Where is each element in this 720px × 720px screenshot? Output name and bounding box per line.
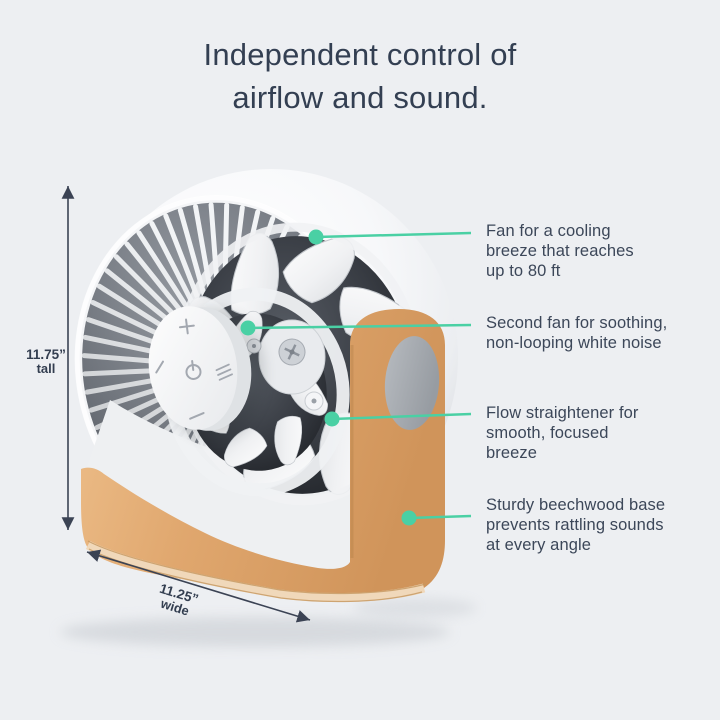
rear-knob	[384, 336, 440, 430]
height-unit: tall	[36, 361, 56, 376]
page-title: Independent control of airflow and sound…	[0, 33, 720, 119]
annotation-line: non-looping white noise	[486, 334, 662, 352]
annotation-line: prevents rattling sounds	[486, 516, 664, 534]
height-dimension-label: 11.75” tall	[12, 347, 80, 376]
floor-shadow	[60, 598, 477, 647]
page-title-line1: Independent control of	[203, 37, 517, 72]
annotation-line: Sturdy beechwood base	[486, 496, 666, 514]
power-button-icon	[185, 360, 202, 380]
annotation-white-noise-fan: Second fan for soothing, non-looping whi…	[486, 313, 716, 353]
callout-flow-straightener	[324, 411, 472, 427]
height-value: 11.75”	[26, 347, 66, 362]
width-dimension-arrow	[86, 549, 311, 623]
page-title-line2: airflow and sound.	[232, 80, 488, 115]
dash-left-icon	[155, 360, 164, 374]
annotation-cooling-fan: Fan for a cooling breeze that reaches up…	[486, 221, 716, 281]
plus-button-icon	[178, 318, 195, 335]
annotation-line: Fan for a cooling	[486, 222, 611, 240]
annotation-line: at every angle	[486, 536, 592, 554]
annotation-line: Second fan for soothing,	[486, 314, 668, 332]
annotation-beechwood-base: Sturdy beechwood base prevents rattling …	[486, 495, 716, 555]
callout-cooling-fan	[308, 229, 472, 245]
hub-screw	[278, 338, 306, 366]
airflow-button-icon	[215, 363, 233, 381]
annotation-flow-straightener: Flow straightener for smooth, focused br…	[486, 403, 716, 463]
callouts	[240, 229, 472, 526]
dimension-arrows	[61, 186, 311, 623]
annotation-line: smooth, focused	[486, 424, 609, 442]
control-puck	[148, 306, 265, 440]
callout-white-noise-fan	[240, 320, 472, 336]
minus-button-icon	[189, 412, 205, 420]
annotation-line: up to 80 ft	[486, 262, 561, 280]
annotation-line: breeze	[486, 444, 538, 462]
annotation-line: Flow straightener for	[486, 404, 639, 422]
annotation-line: breeze that reaches	[486, 242, 634, 260]
callout-beechwood-base	[401, 510, 472, 526]
